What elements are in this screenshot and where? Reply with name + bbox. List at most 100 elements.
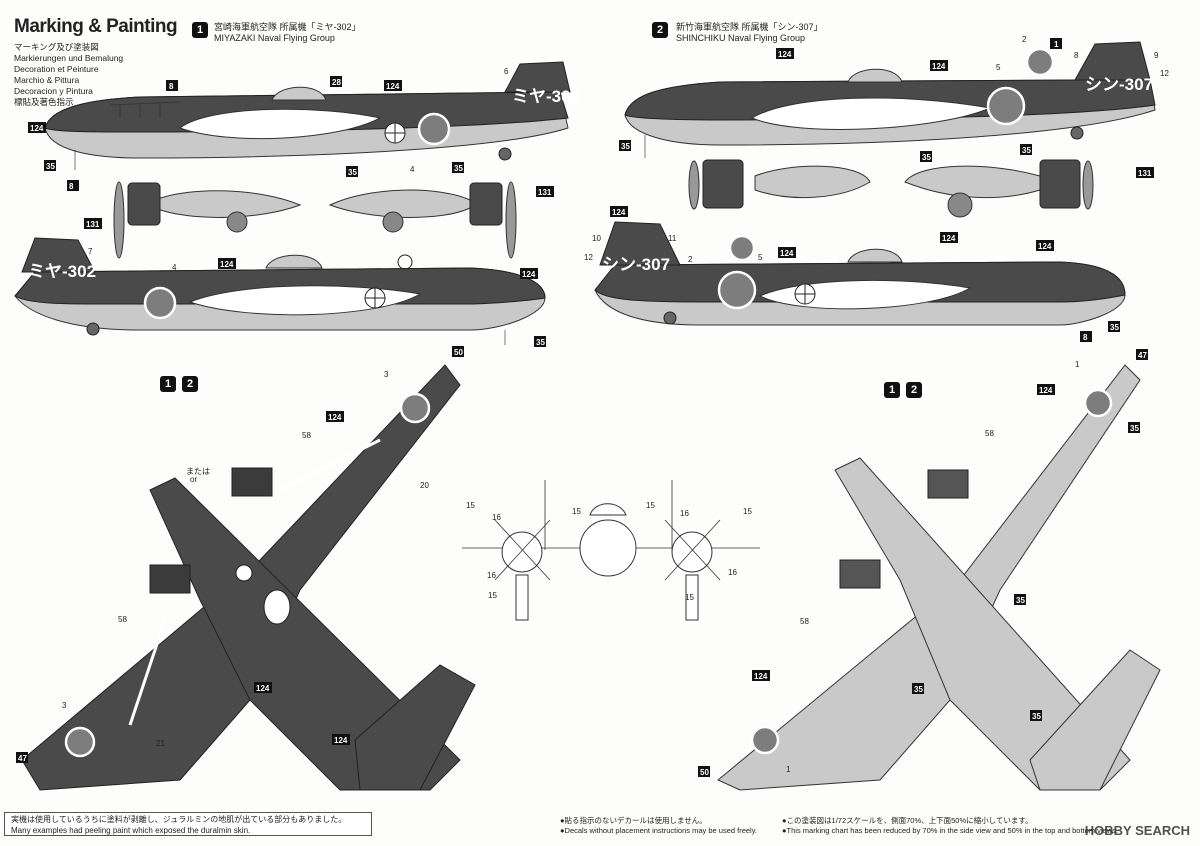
svg-text:124: 124	[1039, 386, 1053, 395]
peeling-note-jp: 実機は使用しているうちに塗料が剥離し、ジュラルミンの地肌が出ている部分もありまし…	[11, 815, 347, 824]
scheme1-name-jp: 宮崎海軍航空隊 所属機「ミヤ-302」	[214, 22, 361, 32]
svg-text:124: 124	[1038, 242, 1052, 251]
svg-text:or: or	[190, 475, 197, 484]
svg-text:12: 12	[1160, 69, 1169, 78]
svg-text:124: 124	[932, 62, 946, 71]
svg-text:124: 124	[30, 124, 44, 133]
plan-badge-2: 2	[182, 376, 198, 392]
svg-text:2: 2	[688, 255, 693, 264]
svg-text:124: 124	[754, 672, 768, 681]
svg-text:3: 3	[62, 701, 67, 710]
svg-text:16: 16	[728, 568, 737, 577]
scheme1-badge: 1	[192, 22, 208, 38]
peeling-note: 実機は使用しているうちに塗料が剥離し、ジュラルミンの地肌が出ている部分もありまし…	[4, 812, 372, 836]
svg-text:5: 5	[996, 63, 1001, 72]
svg-text:35: 35	[1022, 146, 1031, 155]
svg-text:35: 35	[621, 142, 630, 151]
svg-text:131: 131	[86, 220, 100, 229]
lang-it: Marchio & Pittura	[14, 75, 80, 85]
svg-text:8: 8	[1074, 51, 1079, 60]
svg-text:131: 131	[1138, 169, 1152, 178]
svg-text:4: 4	[410, 165, 415, 174]
scheme1-name-en: MIYAZAKI Naval Flying Group	[214, 33, 335, 43]
svg-text:12: 12	[584, 253, 593, 262]
peeling-note-en: Many examples had peeling paint which ex…	[11, 826, 251, 835]
svg-text:35: 35	[1110, 323, 1119, 332]
svg-text:35: 35	[348, 168, 357, 177]
scheme2-left-side: シン-307	[624, 41, 1156, 158]
svg-text:15: 15	[743, 507, 752, 516]
lang-es: Decoracion y Pintura	[14, 86, 93, 96]
svg-text:35: 35	[922, 153, 931, 162]
scale-note-jp: ●この塗装図は1/72スケールを、側面70%、上下面50%に縮小しています。	[782, 816, 1033, 825]
svg-text:8: 8	[1083, 333, 1088, 342]
decal-note: ●貼る指示のないデカールは使用しません。 ●Decals without pla…	[560, 816, 757, 836]
front-view	[462, 480, 760, 621]
svg-text:15: 15	[572, 507, 581, 516]
svg-text:124: 124	[942, 234, 956, 243]
svg-text:または: または	[186, 467, 210, 476]
svg-text:58: 58	[302, 431, 311, 440]
scheme1-title: 宮崎海軍航空隊 所属機「ミヤ-302」 MIYAZAKI Naval Flyin…	[214, 22, 361, 44]
tail-code-302-b: ミヤ-302	[28, 262, 96, 281]
scheme2-name-en: SHINCHIKU Naval Flying Group	[676, 33, 806, 43]
svg-text:4: 4	[172, 263, 177, 272]
svg-text:47: 47	[18, 754, 27, 763]
scale-note-en: ●This marking chart has been reduced by …	[782, 826, 1118, 835]
svg-text:124: 124	[612, 208, 626, 217]
svg-text:21: 21	[156, 739, 165, 748]
svg-text:35: 35	[536, 338, 545, 347]
svg-text:20: 20	[420, 481, 429, 490]
svg-text:7: 7	[88, 247, 93, 256]
decal-note-jp: ●貼る指示のないデカールは使用しません。	[560, 816, 707, 825]
svg-text:124: 124	[334, 736, 348, 745]
svg-text:124: 124	[220, 260, 234, 269]
scheme2-badge: 2	[652, 22, 668, 38]
scheme1-right-side: ミヤ-302	[14, 237, 546, 345]
tail-code-302-a: ミヤ-302	[512, 87, 580, 106]
lang-de: Markierungen und Bemalung	[14, 53, 124, 63]
svg-text:35: 35	[454, 164, 463, 173]
callouts: 8 124 124 28 35 35 35 8 131 131 124 124 …	[16, 35, 1169, 777]
svg-text:47: 47	[1138, 351, 1147, 360]
svg-text:124: 124	[780, 249, 794, 258]
svg-text:124: 124	[386, 82, 400, 91]
svg-text:15: 15	[646, 501, 655, 510]
svg-text:15: 15	[488, 591, 497, 600]
svg-text:6: 6	[504, 67, 509, 76]
svg-text:35: 35	[1130, 424, 1139, 433]
bottom-view	[717, 364, 1161, 791]
svg-text:3: 3	[384, 370, 389, 379]
lang-cn: 標貼及著色指示	[14, 97, 74, 107]
svg-text:124: 124	[522, 270, 536, 279]
svg-text:16: 16	[680, 509, 689, 518]
scheme2-nacelles	[688, 159, 1094, 218]
svg-text:124: 124	[328, 413, 342, 422]
top-view	[21, 364, 476, 791]
svg-text:9: 9	[1154, 51, 1159, 60]
scheme1-left-side: ミヤ-302	[44, 61, 580, 170]
plan-badge-1: 1	[160, 376, 176, 392]
svg-text:50: 50	[454, 348, 463, 357]
svg-text:10: 10	[592, 234, 601, 243]
svg-text:8: 8	[69, 182, 74, 191]
svg-text:5: 5	[758, 253, 763, 262]
svg-text:16: 16	[487, 571, 496, 580]
svg-text:2: 2	[1022, 35, 1027, 44]
svg-text:8: 8	[169, 82, 174, 91]
scheme2-title: 新竹海軍航空隊 所属機「シン-307」 SHINCHIKU Naval Flyi…	[676, 22, 823, 44]
svg-text:1: 1	[786, 765, 791, 774]
svg-text:11: 11	[668, 234, 677, 243]
lang-jp: マーキング及び塗装図	[14, 42, 99, 52]
svg-text:16: 16	[492, 513, 501, 522]
svg-text:28: 28	[332, 78, 341, 87]
svg-text:35: 35	[46, 162, 55, 171]
decal-note-en: ●Decals without placement instructions m…	[560, 826, 757, 835]
plan-badge-2b: 2	[906, 382, 922, 398]
tail-code-307-a: シン-307	[1085, 75, 1153, 94]
svg-text:124: 124	[256, 684, 270, 693]
svg-text:1: 1	[1075, 360, 1080, 369]
svg-text:15: 15	[466, 501, 475, 510]
